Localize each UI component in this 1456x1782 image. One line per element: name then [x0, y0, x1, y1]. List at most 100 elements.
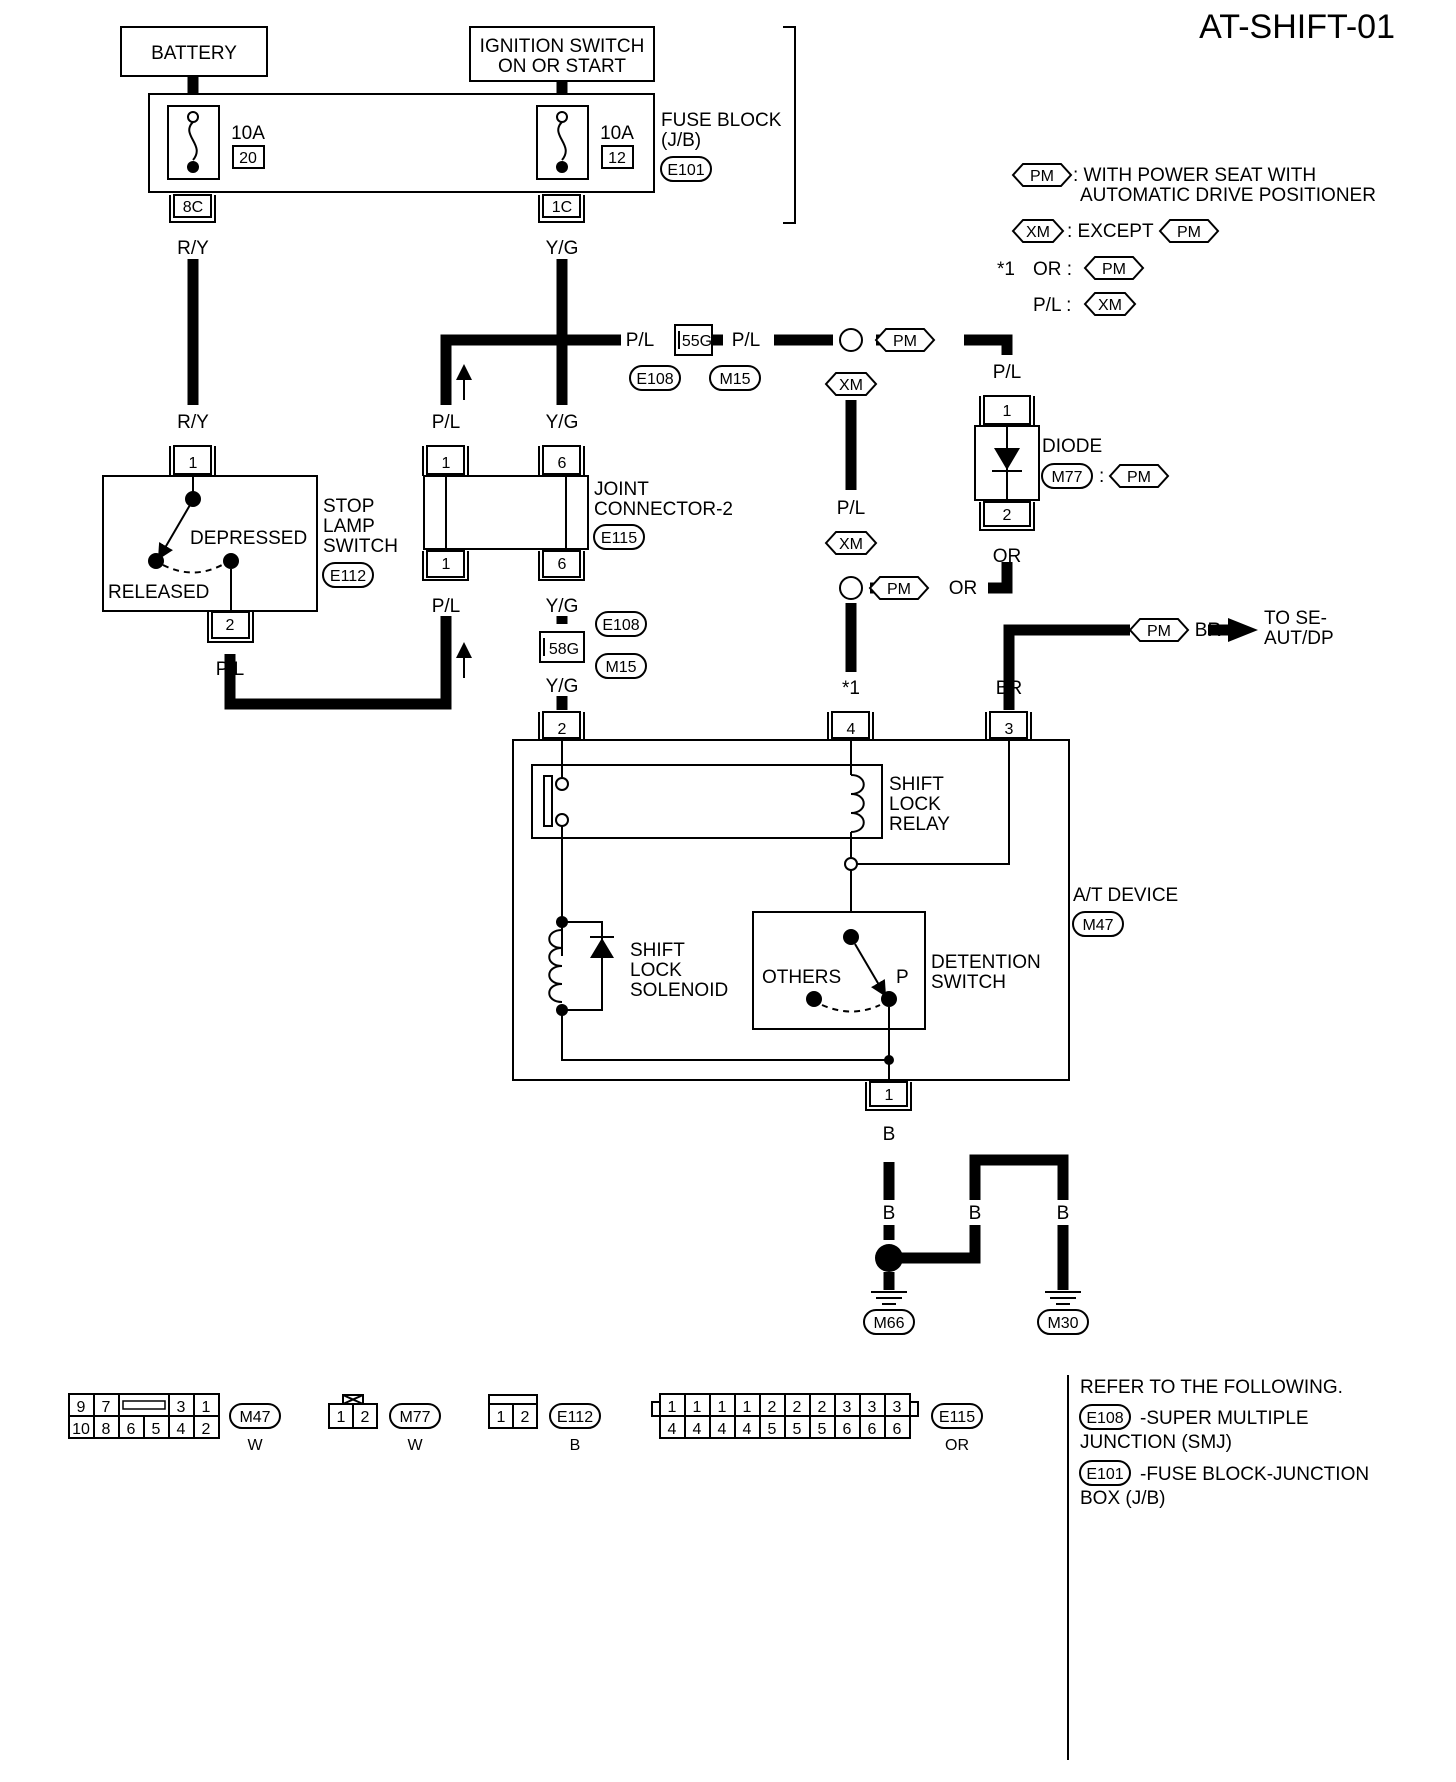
solenoid-label-1: SHIFT: [630, 940, 685, 961]
svg-text:55G: 55G: [682, 333, 712, 350]
tag-pm-top: PM: [874, 328, 936, 352]
at-device-label: A/T DEVICE: [1073, 885, 1178, 906]
to-seat-arrow: [1228, 618, 1258, 642]
wire-br: [1003, 624, 1130, 710]
svg-text:7: 7: [102, 1399, 111, 1416]
svg-text:2: 2: [1003, 507, 1012, 524]
svg-text:M47: M47: [239, 1409, 270, 1426]
svg-text:E115: E115: [601, 530, 637, 547]
svg-text:M30: M30: [1047, 1315, 1078, 1332]
svg-text:2: 2: [361, 1409, 370, 1426]
conn-m15-tag-2: M15: [595, 653, 647, 679]
refer-block: REFER TO THE FOLLOWING. E108 -SUPER MULT…: [1079, 1377, 1369, 1509]
svg-text:E101: E101: [1086, 1466, 1123, 1483]
junction-55g: 55G: [674, 324, 713, 356]
svg-text:5: 5: [793, 1421, 802, 1438]
svg-text:M77: M77: [399, 1409, 430, 1426]
svg-text:B: B: [570, 1437, 581, 1454]
wire-label-or-2: OR: [949, 578, 978, 599]
tag-pm-lower: PM: [868, 576, 930, 600]
svg-text:M15: M15: [719, 371, 750, 388]
junction-58g: 58G: [539, 631, 585, 663]
diode-colon: :: [1099, 466, 1104, 487]
svg-text:M66: M66: [873, 1315, 904, 1332]
solenoid-diode-icon: [590, 938, 614, 958]
terminal-8c: 8C: [169, 194, 216, 223]
refer-e108-line-1: -SUPER MULTIPLE: [1140, 1408, 1309, 1429]
stop-lamp-label-1: STOP: [323, 496, 374, 517]
svg-text:58G: 58G: [549, 641, 579, 658]
legend-star-pl: P/L :: [1033, 295, 1071, 316]
svg-text:E108: E108: [636, 371, 673, 388]
fuse-block-label-1: FUSE BLOCK: [661, 110, 782, 131]
svg-text:8: 8: [102, 1421, 111, 1438]
svg-text:E112: E112: [330, 568, 366, 585]
svg-text:PM: PM: [1177, 224, 1201, 241]
diode-pm-tag: PM: [1108, 464, 1170, 488]
svg-text:PM: PM: [1147, 623, 1171, 640]
fuse-block-bracket: [783, 26, 796, 224]
svg-text:M77: M77: [1051, 469, 1082, 486]
at-device: 2 4 3 OTHERS P: [512, 711, 1070, 1111]
diode-code-tag: M77: [1041, 463, 1093, 489]
legend-pm-desc-2: AUTOMATIC DRIVE POSITIONER: [1080, 185, 1376, 206]
svg-text:XM: XM: [1026, 224, 1050, 241]
solenoid-label-2: LOCK: [630, 960, 682, 981]
joint-connector-label-1: JOINT: [594, 479, 649, 500]
battery-label: BATTERY: [151, 43, 237, 64]
svg-text:2: 2: [793, 1399, 802, 1416]
wire-label-ry-1: R/Y: [177, 238, 209, 259]
svg-text:6: 6: [843, 1421, 852, 1438]
svg-text:4: 4: [743, 1421, 752, 1438]
stop-lamp-label-3: SWITCH: [323, 536, 398, 557]
conn-e108-tag-1: E108: [629, 365, 681, 391]
legend-pm-desc-1: : WITH POWER SEAT WITH: [1073, 165, 1316, 186]
wire-label-ry-2: R/Y: [177, 412, 209, 433]
wire-b-ground-link: [889, 1225, 981, 1264]
svg-text:3: 3: [843, 1399, 852, 1416]
svg-text:2: 2: [521, 1409, 530, 1426]
svg-text:M47: M47: [1082, 917, 1113, 934]
svg-text:XM: XM: [839, 536, 863, 553]
svg-text:9: 9: [77, 1399, 86, 1416]
svg-text:4: 4: [668, 1421, 677, 1438]
svg-text:PM: PM: [1102, 261, 1126, 278]
svg-text:3: 3: [893, 1399, 902, 1416]
wire-label-yg-1: Y/G: [546, 238, 579, 259]
relay-label-3: RELAY: [889, 814, 950, 835]
svg-text:PM: PM: [1127, 469, 1151, 486]
svg-text:1: 1: [885, 1087, 894, 1104]
relay-label-1: SHIFT: [889, 774, 944, 795]
svg-text:4: 4: [718, 1421, 727, 1438]
ignition-label-2: ON OR START: [498, 56, 626, 77]
svg-text:W: W: [407, 1437, 423, 1454]
diagram-id: AT-SHIFT-01: [1199, 8, 1395, 46]
wire-label-yg-3: Y/G: [546, 596, 579, 617]
ground-splice: [875, 1244, 903, 1272]
conn-e108-tag-2: E108: [595, 611, 647, 637]
diode-m77: 1 2: [974, 395, 1040, 531]
wire-b-ground2: [969, 1154, 1069, 1200]
detention-p: P: [896, 967, 909, 988]
svg-text:4: 4: [693, 1421, 702, 1438]
svg-text:1: 1: [189, 455, 198, 472]
wire-label-yg-4: Y/G: [546, 676, 579, 697]
wire-label-pl-7: P/L: [993, 362, 1022, 383]
wire-pl-stop: [224, 616, 452, 710]
connector-view-m47: 9 7 3 1 10 8 6 5 4 2 M47 W: [68, 1393, 281, 1454]
wire-label-b-2: B: [883, 1203, 896, 1224]
svg-text:XM: XM: [1098, 297, 1122, 314]
svg-text:E108: E108: [1086, 1410, 1123, 1427]
wire-label-pl-2: P/L: [732, 330, 761, 351]
legend-star-or: OR :: [1033, 259, 1072, 280]
solenoid-coil: [548, 929, 563, 1003]
wire-or-bottom: [988, 562, 1013, 594]
svg-text:1: 1: [442, 455, 451, 472]
connector-view-e115: 1 1 1 1 2 2 2 3 3 3 4 4 4 4 5 5 5 6 6 6 …: [651, 1393, 983, 1454]
svg-text:2: 2: [558, 721, 567, 738]
to-seat-label-1: TO SE-: [1264, 608, 1327, 629]
ignition-switch-box: IGNITION SWITCH ON OR START: [469, 26, 655, 82]
svg-text:4: 4: [847, 721, 856, 738]
fuse1-rating: 10A: [231, 123, 265, 144]
svg-text:5: 5: [768, 1421, 777, 1438]
